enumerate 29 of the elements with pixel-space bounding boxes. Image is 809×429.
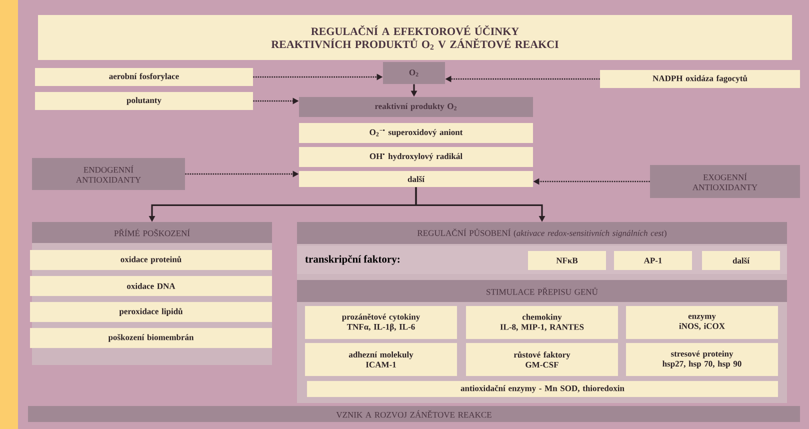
heading-box: O$_{2}$	[383, 62, 445, 84]
heading-box: EXOGENNÍ ANTIOXIDANTY	[650, 165, 800, 198]
text-box: O$_{2}$$^{−•}$ superoxidový aniont	[299, 123, 533, 143]
text-box: NFκB	[528, 251, 606, 270]
text-box: růstové faktory GM-CSF	[466, 343, 618, 376]
text-box: další	[299, 171, 533, 187]
text-box: poškození biomembrán	[30, 328, 272, 348]
section-panel: REGULAČNÍ PŮSOBENÍ (aktivace redox-sensitivních signálních cest)	[297, 222, 787, 244]
text-box: antioxidační enzymy - Mn SOD, thioredoxin	[307, 381, 778, 397]
text-box: peroxidace lipidů	[30, 302, 272, 322]
text-box: prozánětové cytokiny TNFα, IL-1β, IL-6	[305, 306, 457, 339]
heading-box: reaktivní produkty O$_{2}$	[299, 97, 533, 117]
text-box: aerobní fosforylace	[35, 68, 253, 86]
text-box: další	[702, 251, 780, 270]
footer-bar: VZNIK A ROZVOJ ZÁNĚTOVE REAKCE	[28, 406, 800, 422]
text-box: oxidace DNA	[30, 276, 272, 296]
text-box: OH$^{•}$ hydroxylový radikál	[299, 147, 533, 167]
text-box: chemokiny IL-8, MIP-1, RANTES	[466, 306, 618, 339]
text-box: NADPH oxidáza fagocytů	[600, 70, 800, 88]
heading-box: ENDOGENNÍ ANTIOXIDANTY	[32, 158, 185, 190]
text-box: stresové proteiny hsp27, hsp 70, hsp 90	[626, 343, 778, 376]
title-box: REGULAČNÍ A EFEKTOROVÉ ÚČINKY REAKTIVNÍCH PRODUKTŮ O$_{2}$ V ZÁNĚTOVÉ REAKCI	[38, 15, 792, 60]
section-panel: STIMULACE PŘEPISU GENŮ	[297, 280, 787, 302]
text-box: polutanty	[35, 92, 253, 110]
section-panel: PŘÍMÉ POŠKOZENÍ	[32, 222, 272, 243]
text-box: AP-1	[614, 251, 692, 270]
text-box: adhezní molekuly ICAM-1	[305, 343, 457, 376]
text-box: oxidace proteinů	[30, 250, 272, 270]
text-box: enzymy iNOS, iCOX	[626, 306, 778, 339]
